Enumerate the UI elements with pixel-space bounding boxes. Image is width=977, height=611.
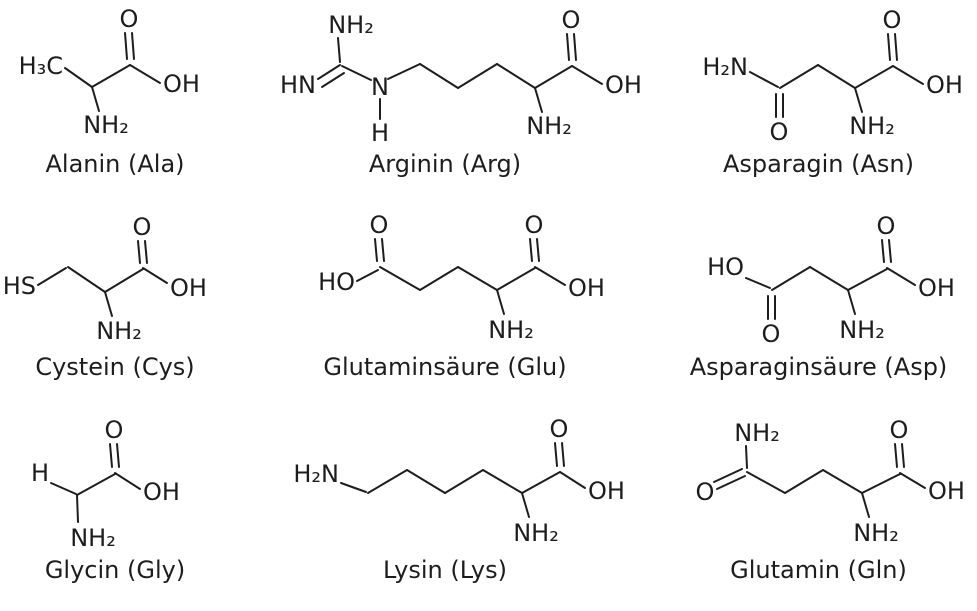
- atom-carbonyl-oxygen: O: [133, 213, 152, 241]
- molecule-lysine: H₂N O OH NH₂ Lysin (Lys): [230, 390, 660, 611]
- atom-delta-hydrogen: H: [371, 119, 389, 145]
- atom-alpha-amine: NH₂: [488, 316, 534, 344]
- molecule-alanine: H₃C O OH NH₂ Alanin (Ala): [0, 0, 230, 190]
- molecule-caption-glycine: Glycin (Gly): [44, 556, 186, 584]
- atom-amide-amine: NH₂: [734, 419, 780, 447]
- bond-lines: [37, 240, 168, 317]
- molecule-caption-aspartic-acid: Asparaginsäure (Asp): [689, 353, 948, 381]
- bond-lines: [713, 443, 926, 518]
- bond-lines: [64, 32, 161, 112]
- atom-alpha-amine: NH₂: [70, 524, 116, 552]
- bond-lines: [340, 442, 586, 518]
- structure-arginine: NH₂ HN N H O OH NH₂: [280, 6, 642, 145]
- atom-amide-oxygen: O: [770, 118, 789, 145]
- atom-amide-amine: H₂N: [702, 53, 748, 81]
- atom-delta-nitrogen: N: [371, 73, 389, 101]
- atom-hydroxyl: OH: [163, 70, 200, 98]
- atom-carbonyl-oxygen: O: [120, 5, 139, 33]
- atom-alpha-amine: NH₂: [526, 112, 572, 140]
- atom-carbonyl-oxygen: O: [890, 416, 909, 444]
- atom-hydroxyl: OH: [568, 274, 605, 302]
- atom-hydroxyl: OH: [143, 478, 180, 506]
- structure-glutamic-acid: HO O O OH NH₂: [318, 211, 605, 344]
- atom-alpha-amine: NH₂: [839, 316, 885, 344]
- atom-hydroxyl: OH: [588, 477, 625, 505]
- bond-lines: [50, 443, 141, 523]
- atom-alpha-amine: NH₂: [513, 519, 559, 547]
- atom-hydroxyl: OH: [928, 477, 965, 505]
- molecule-glutamine: NH₂ O O OH NH₂ Glutamin (Gln): [660, 390, 977, 611]
- atom-hydroxyl: OH: [926, 71, 963, 99]
- molecule-glutamic-acid: HO O O OH NH₂ Glutaminsäure (Glu): [230, 190, 660, 390]
- atom-side-amine: H₂N: [293, 460, 339, 488]
- molecule-caption-lysine: Lysin (Lys): [383, 556, 507, 584]
- atom-alpha-amine: NH₂: [83, 111, 129, 139]
- bond-lines: [745, 239, 916, 320]
- atom-carbonyl-oxygen: O: [883, 6, 902, 34]
- molecule-caption-glutamine: Glutamin (Gln): [730, 556, 907, 584]
- atom-carbonyl-oxygen: O: [550, 415, 569, 443]
- structure-glutamine: NH₂ O O OH NH₂: [696, 416, 965, 547]
- molecule-caption-cysteine: Cystein (Cys): [35, 353, 195, 381]
- bond-lines: [317, 33, 603, 120]
- structure-glycine: H O OH NH₂: [31, 416, 180, 552]
- bond-lines: [749, 33, 924, 118]
- atom-carbonyl-oxygen: O: [562, 6, 581, 34]
- atom-thiol: HS: [3, 272, 36, 300]
- molecule-arginine: NH₂ HN N H O OH NH₂ Arginin (Arg): [230, 0, 660, 190]
- atom-amide-oxygen: O: [696, 478, 715, 506]
- structure-asparagine: H₂N O O OH NH₂: [702, 6, 963, 145]
- atom-carbonyl-oxygen: O: [877, 212, 896, 240]
- structure-aspartic-acid: HO O O OH NH₂: [707, 212, 955, 348]
- atom-side-oxygen: O: [762, 320, 781, 348]
- atom-methyl: H₃C: [19, 52, 63, 80]
- atom-carbonyl-oxygen: O: [525, 211, 544, 239]
- atom-guanidine-amine: NH₂: [328, 11, 374, 39]
- molecule-caption-asparagine: Asparagin (Asn): [722, 150, 915, 178]
- molecule-caption-alanine: Alanin (Ala): [45, 150, 185, 178]
- bond-lines: [356, 238, 566, 315]
- atom-hydroxyl: OH: [918, 274, 955, 302]
- molecule-glycine: H O OH NH₂ Glycin (Gly): [0, 390, 230, 611]
- atom-alpha-amine: NH₂: [96, 317, 142, 345]
- atom-side-oxygen: O: [370, 211, 389, 239]
- molecule-caption-glutamic-acid: Glutaminsäure (Glu): [323, 353, 567, 381]
- atom-side-hydroxyl: HO: [318, 268, 355, 296]
- atom-alpha-amine: NH₂: [853, 519, 899, 547]
- atom-hydroxyl: OH: [170, 274, 207, 302]
- structure-cysteine: HS O OH NH₂: [3, 213, 207, 345]
- atom-imine: HN: [280, 71, 316, 99]
- structure-lysine: H₂N O OH NH₂: [293, 415, 625, 547]
- molecule-caption-arginine: Arginin (Arg): [368, 150, 522, 178]
- atom-alpha-hydrogen: H: [31, 459, 49, 487]
- atom-hydroxyl: OH: [605, 71, 642, 99]
- structure-alanine: H₃C O OH NH₂: [19, 5, 200, 139]
- atom-side-hydroxyl: HO: [707, 253, 744, 281]
- atom-carbonyl-oxygen: O: [105, 416, 124, 444]
- molecule-asparagine: H₂N O O OH NH₂ Asparagin (Asn): [660, 0, 977, 190]
- molecule-aspartic-acid: HO O O OH NH₂ Asparaginsäure (Asp): [660, 190, 977, 390]
- atom-alpha-amine: NH₂: [849, 112, 895, 140]
- molecule-cysteine: HS O OH NH₂ Cystein (Cys): [0, 190, 230, 390]
